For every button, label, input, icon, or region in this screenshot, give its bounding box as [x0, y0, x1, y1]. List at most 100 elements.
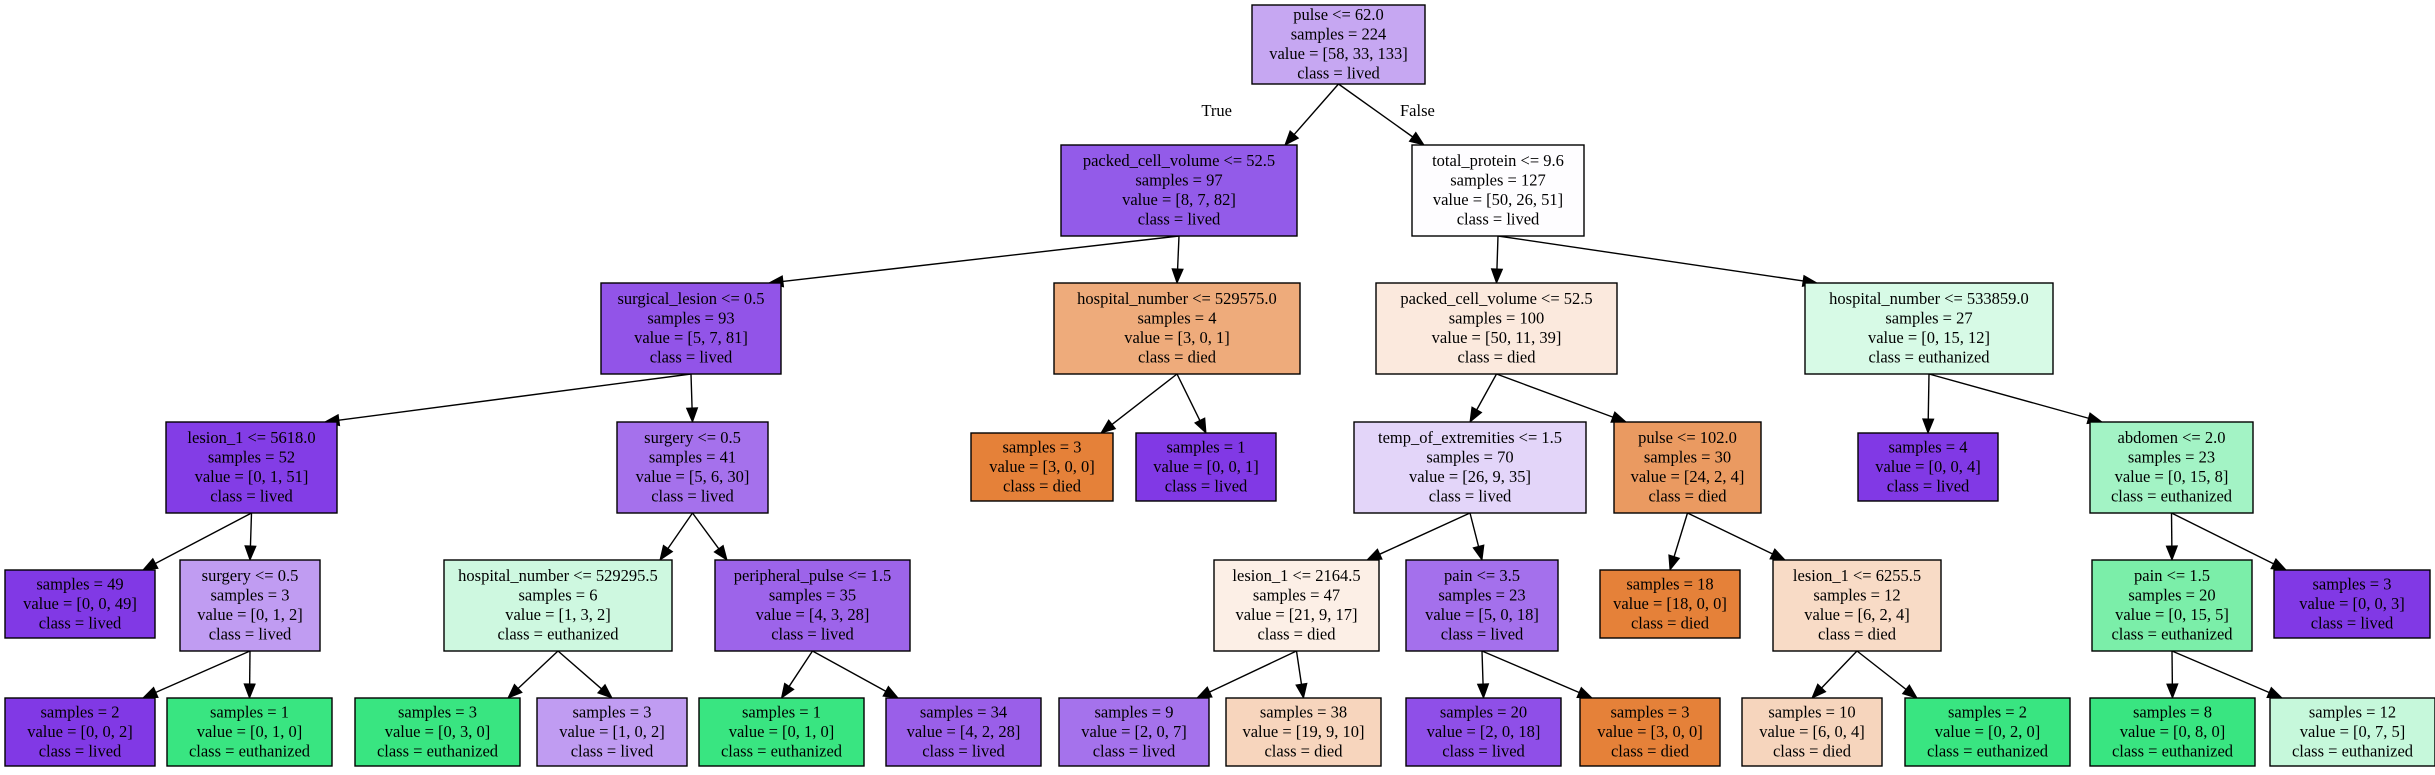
node-stat-label: class = died [1264, 741, 1343, 760]
node-stat-label: value = [0, 15, 5] [2115, 605, 2229, 624]
node-box [2089, 421, 2254, 514]
arrow-head-icon [2266, 686, 2284, 699]
node-stat-label: value = [2, 0, 7] [1081, 722, 1187, 741]
edge-n3-n8 [690, 373, 693, 409]
node-box [1135, 432, 1277, 502]
edge-n1-n4 [1176, 235, 1180, 270]
split-rule-label: hospital_number <= 529575.0 [1077, 289, 1277, 308]
edge-n14-n24 [2171, 512, 2274, 565]
edge-n8-n17 [667, 512, 694, 549]
node-stat-label: samples = 52 [208, 448, 295, 467]
node-stat-label: class = euthanized [2292, 741, 2414, 760]
node-stat-label: value = [18, 0, 0] [1613, 594, 1727, 613]
node-stat-label: class = lived [571, 741, 654, 760]
arrow-head-icon [1472, 544, 1485, 562]
node-stat-label: samples = 49 [36, 574, 123, 593]
node-box [4, 569, 156, 639]
node-stat-label: class = died [1773, 741, 1852, 760]
node-stat-label: class = died [1257, 625, 1336, 644]
split-rule-label: packed_cell_volume <= 52.5 [1400, 289, 1592, 308]
arrow-head-icon [1194, 417, 1207, 435]
edge-n3-n7 [338, 373, 692, 421]
node-stat-label: samples = 38 [1260, 702, 1347, 721]
node-stat-label: class = lived [922, 741, 1005, 760]
node-box [885, 697, 1042, 767]
node-box [2269, 697, 2435, 767]
node-stat-label: samples = 23 [1438, 586, 1525, 605]
node-stat-label: class = lived [39, 741, 122, 760]
node-stat-label: class = lived [1138, 210, 1221, 229]
split-rule-label: pain <= 1.5 [2134, 566, 2210, 585]
node-stat-label: samples = 23 [2128, 448, 2215, 467]
node-stat-label: samples = 3 [1611, 702, 1690, 721]
node-stat-label: class = euthanized [497, 625, 619, 644]
arrow-head-icon [596, 683, 614, 699]
node-stat-label: class = died [1818, 625, 1897, 644]
split-rule-label: pulse <= 62.0 [1293, 5, 1384, 24]
edge-n20-n34 [1481, 650, 1580, 694]
node-stat-label: class = lived [1297, 64, 1380, 83]
node-stat-label: class = lived [1093, 741, 1176, 760]
arrow-head-icon [1284, 129, 1300, 147]
node-box [166, 697, 333, 767]
edge-n12-n21 [1673, 512, 1689, 557]
split-rule-label: pulse <= 102.0 [1638, 428, 1737, 447]
node-stat-label: samples = 12 [2309, 702, 2396, 721]
edge-n17-n27 [517, 650, 559, 689]
node-box [1058, 697, 1210, 767]
node-box [970, 432, 1114, 502]
node-stat-label: value = [0, 0, 1] [1153, 457, 1259, 476]
arrow-head-icon [1576, 686, 1594, 699]
node-box [1405, 559, 1559, 652]
split-rule-label: lesion_1 <= 2164.5 [1232, 566, 1360, 585]
node-stat-label: samples = 1 [1167, 437, 1246, 456]
edge-n22-n36 [1856, 650, 1907, 690]
node-stat-label: class = euthanized [2111, 625, 2233, 644]
node-stat-label: class = euthanized [2112, 741, 2234, 760]
node-stat-label: class = lived [1887, 476, 1970, 495]
node-stat-label: class = died [1631, 613, 1710, 632]
arrow-head-icon [1668, 554, 1681, 572]
node-stat-label: value = [1, 0, 2] [559, 722, 665, 741]
node-box [354, 697, 521, 767]
node-box [536, 697, 688, 767]
edge-n11-n20 [1469, 512, 1480, 547]
node-stat-label: class = lived [1429, 487, 1512, 506]
arrow-head-icon [2270, 557, 2288, 571]
node-stat-label: value = [0, 1, 51] [195, 467, 309, 486]
node-box [600, 282, 782, 375]
arrow-head-icon [141, 557, 159, 571]
node-stat-label: samples = 20 [2128, 586, 2215, 605]
node-stat-label: samples = 4 [1889, 437, 1968, 456]
node-box [1060, 144, 1298, 237]
node-box [714, 559, 911, 652]
edge-n11-n19 [1379, 512, 1471, 555]
edge-n6-n13 [1927, 373, 1930, 420]
arrow-head-icon [882, 685, 900, 699]
node-box [165, 421, 338, 514]
split-rule-label: hospital_number <= 533859.0 [1829, 289, 2029, 308]
edge-n8-n18 [691, 512, 720, 550]
node-stat-label: class = lived [2311, 613, 2394, 632]
node-box [2273, 569, 2431, 639]
node-stat-label: samples = 4 [1138, 309, 1217, 328]
node-stat-label: value = [4, 3, 28] [756, 605, 870, 624]
